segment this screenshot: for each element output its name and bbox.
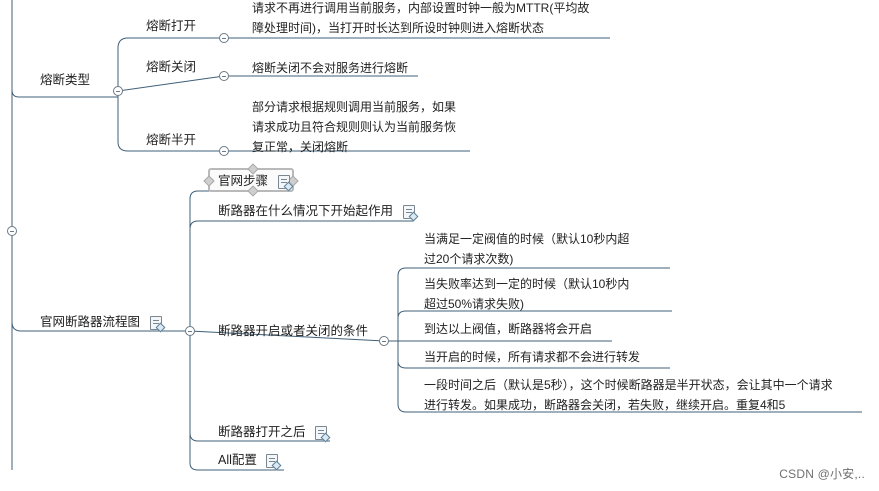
note-breaker-half-open-line-2: 请求成功且符合规则则认为当前服务恢 [252,120,457,134]
topic-official-steps[interactable]: 官网步骤 [218,172,290,190]
condition-breaker-opens[interactable]: 到达以上阀值，断路器将会开启 [424,319,592,339]
topic-when-active-label: 断路器在什么情况下开始起作用 [218,204,394,218]
topic-breaker-half-open[interactable]: 熔断半开 [146,131,196,149]
note-breaker-closed[interactable]: 熔断关闭不会对服务进行熔断 [252,58,408,78]
note-breaker-open-line-1: 请求不再进行调用当前服务，内部设置时钟一般为MTTR(平均故 [252,1,590,15]
topic-breaker-closed[interactable]: 熔断关闭 [146,58,196,76]
condition-threshold-requests-line-1: 当满足一定阀值的时候（默认10秒内超 [424,232,630,246]
note-icon[interactable] [149,315,162,330]
condition-failure-rate-line-1: 当失败率达到一定的时候（默认10秒内 [424,277,630,291]
condition-half-open-retry[interactable]: 一段时间之后（默认是5秒），这个时候断路器是半开状态，会让其中一个请求 进行转发… [424,375,833,415]
note-icon[interactable] [402,204,415,219]
condition-threshold-requests[interactable]: 当满足一定阀值的时候（默认10秒内超 过20个请求次数) [424,229,629,269]
topic-open-close-conditions[interactable]: 断路器开启或者关闭的条件 [218,322,368,340]
condition-failure-rate[interactable]: 当失败率达到一定的时候（默认10秒内 超过50%请求失败) [424,274,629,314]
topic-open-close-conditions-label: 断路器开启或者关闭的条件 [218,324,369,338]
condition-half-open-retry-line-1: 一段时间之后（默认是5秒），这个时候断路器是半开状态，会让其中一个请求 [424,378,833,392]
note-breaker-half-open-line-1: 部分请求根据规则调用当前服务，如果 [252,100,457,114]
topic-after-open[interactable]: 断路器打开之后 [218,423,327,441]
condition-no-forwarding-line-1: 当开启的时候，所有请求都不会进行转发 [424,350,641,364]
condition-failure-rate-line-2: 超过50%请求失败) [424,297,525,311]
note-icon[interactable] [266,453,279,468]
topic-when-active[interactable]: 断路器在什么情况下开始起作用 [218,202,415,220]
note-icon[interactable] [315,425,327,440]
collapse-toggle-conditions[interactable] [379,336,389,346]
topic-flowchart-label: 官网断路器流程图 [40,315,141,329]
topic-breaker-types[interactable]: 熔断类型 [40,71,90,89]
note-breaker-closed-line-1: 熔断关闭不会对服务进行熔断 [252,61,409,75]
watermark: CSDN @小安,.. [779,467,865,481]
topic-all-config-label: All配置 [218,453,257,467]
condition-threshold-requests-line-2: 过20个请求次数) [424,252,514,266]
condition-half-open-retry-line-2: 进行转发。如果成功，断路器会关闭，若失败，继续开启。重复4和5 [424,398,786,412]
topic-breaker-half-open-label: 熔断半开 [146,133,197,147]
note-breaker-half-open-line-3: 复正常，关闭熔断 [252,140,349,154]
topic-official-steps-label: 官网步骤 [218,174,269,188]
condition-no-forwarding[interactable]: 当开启的时候，所有请求都不会进行转发 [424,347,640,367]
note-icon[interactable] [277,174,290,189]
topic-breaker-open[interactable]: 熔断打开 [146,17,196,35]
topic-breaker-closed-label: 熔断关闭 [146,60,197,74]
collapse-toggle-breaker-types[interactable] [113,86,123,96]
note-breaker-open-line-2: 障处理时间)，当打开时长达到所设时钟则进入熔断状态 [252,21,544,35]
topic-flowchart[interactable]: 官网断路器流程图 [40,313,162,331]
collapse-toggle-breaker-half-open[interactable] [219,146,229,156]
topic-after-open-label: 断路器打开之后 [218,425,306,439]
note-breaker-open[interactable]: 请求不再进行调用当前服务，内部设置时钟一般为MTTR(平均故 障处理时间)，当打… [252,0,589,38]
collapse-toggle-breaker-open[interactable] [219,33,229,43]
topic-breaker-types-label: 熔断类型 [40,73,91,87]
topic-breaker-open-label: 熔断打开 [146,19,197,33]
note-breaker-half-open[interactable]: 部分请求根据规则调用当前服务，如果 请求成功且符合规则则认为当前服务恢 复正常，… [252,97,456,157]
topic-all-config[interactable]: All配置 [218,451,279,469]
collapse-toggle-breaker-closed[interactable] [219,71,229,81]
collapse-toggle-flowchart[interactable] [185,326,195,336]
collapse-toggle-root[interactable] [7,226,17,236]
condition-breaker-opens-line-1: 到达以上阀值，断路器将会开启 [424,322,593,336]
